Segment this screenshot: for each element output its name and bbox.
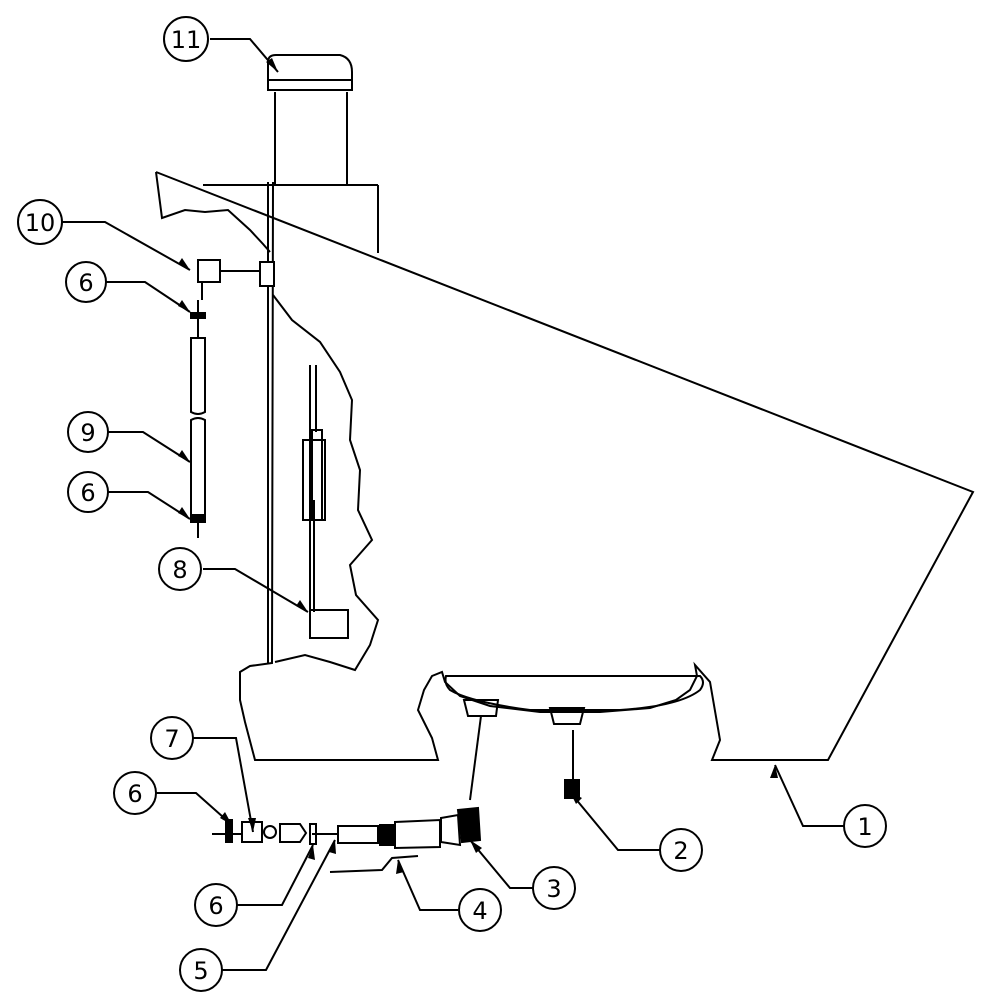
basin xyxy=(444,675,704,780)
callout-6-left[interactable]: 6 xyxy=(113,771,157,815)
callout-1[interactable]: 1 xyxy=(843,804,887,848)
callout-5[interactable]: 5 xyxy=(179,948,223,992)
callout-9[interactable]: 9 xyxy=(67,411,109,453)
callout-4-label: 4 xyxy=(472,897,487,925)
callout-3-label: 3 xyxy=(546,875,561,903)
callout-6-mid[interactable]: 6 xyxy=(67,471,109,513)
callout-8-label: 8 xyxy=(172,556,187,584)
callout-3[interactable]: 3 xyxy=(532,866,576,910)
callouts: 11 10 6 9 6 8 7 6 xyxy=(17,16,887,992)
tank-body xyxy=(155,171,975,761)
callout-8[interactable]: 8 xyxy=(158,547,202,591)
hose-segments xyxy=(190,337,206,538)
filler-neck xyxy=(267,54,353,185)
leader-lines xyxy=(62,38,844,971)
callout-11[interactable]: 11 xyxy=(163,16,209,62)
callout-11-label: 11 xyxy=(171,26,202,54)
callout-2[interactable]: 2 xyxy=(659,828,703,872)
callout-6-mid-label: 6 xyxy=(80,479,95,507)
callout-10[interactable]: 10 xyxy=(17,199,63,245)
callout-4[interactable]: 4 xyxy=(458,888,502,932)
callout-10-label: 10 xyxy=(25,209,56,237)
callout-2-label: 2 xyxy=(673,837,688,865)
drain-plug xyxy=(564,779,580,799)
callout-1-label: 1 xyxy=(857,813,872,841)
callout-7-label: 7 xyxy=(164,725,179,753)
callout-6-top[interactable]: 6 xyxy=(65,261,107,303)
callout-6-top-label: 6 xyxy=(78,269,93,297)
callout-7[interactable]: 7 xyxy=(150,716,194,760)
callout-6-lower[interactable]: 6 xyxy=(194,883,238,927)
callout-5-label: 5 xyxy=(193,957,208,985)
callout-6-left-label: 6 xyxy=(127,780,142,808)
level-sensor xyxy=(302,365,349,639)
callout-6-lower-label: 6 xyxy=(208,892,223,920)
wall-fitting xyxy=(190,259,275,338)
arrowheads xyxy=(178,58,778,874)
callout-9-label: 9 xyxy=(80,419,95,447)
drain-line xyxy=(212,715,482,873)
